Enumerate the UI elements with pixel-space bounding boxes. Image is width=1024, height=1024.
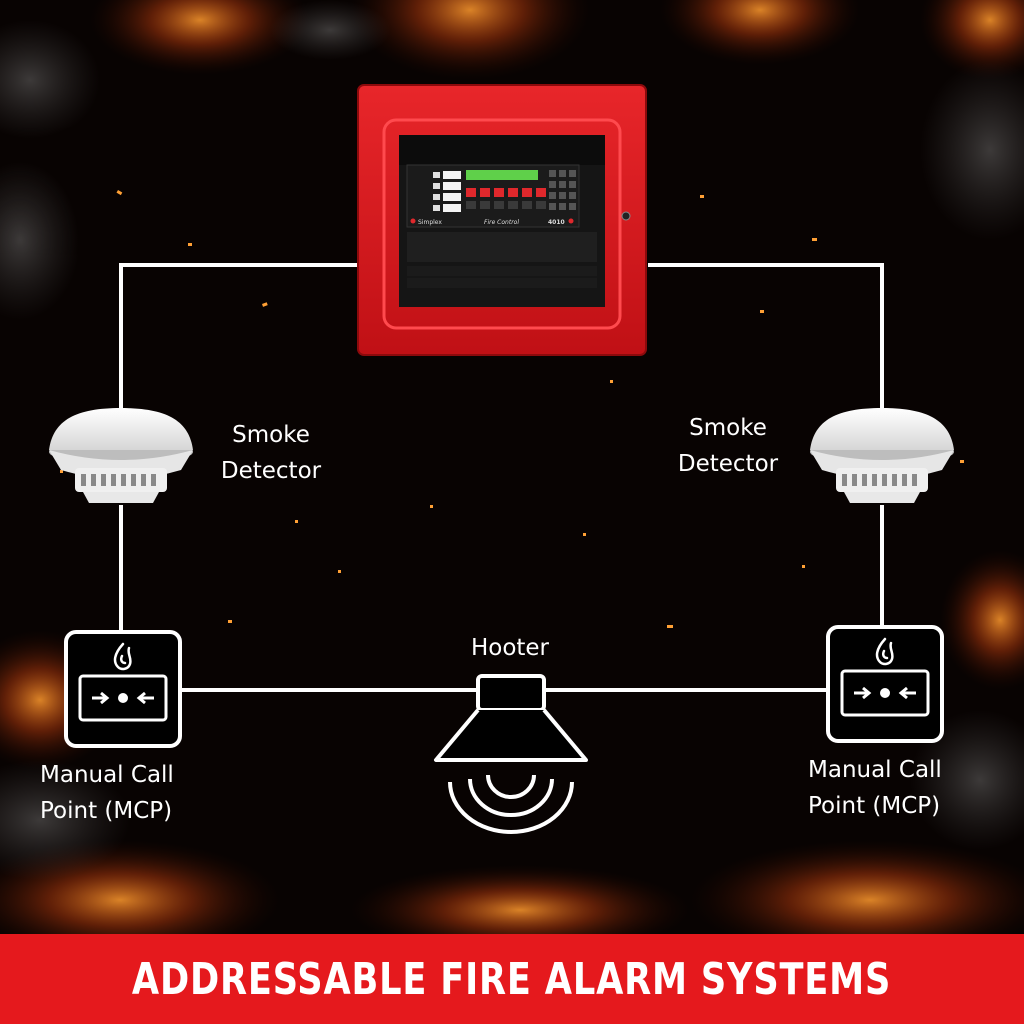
label-line: Smoke — [689, 415, 767, 441]
fire-alarm-panel-icon: Simplex Fire Control 4010 — [357, 84, 647, 356]
smoke-detector-icon — [810, 408, 954, 503]
panel-led-column — [433, 172, 440, 211]
panel-model-text: 4010 — [548, 219, 565, 226]
label-line: Manual Call — [40, 762, 174, 788]
manual-call-point-icon — [826, 625, 944, 743]
panel-brand-text: Simplex — [418, 219, 442, 226]
label-line: Point (MCP) — [808, 793, 941, 819]
panel-lcd — [466, 170, 538, 180]
hooter-label: Hooter — [440, 630, 580, 666]
label-line: Point (MCP) — [40, 798, 173, 824]
smoke-detector-icon — [49, 408, 193, 503]
wire-panel-left — [119, 263, 360, 410]
label-line: Smoke — [232, 422, 310, 448]
label-line: Detector — [677, 451, 779, 477]
title-banner: ADDRESSABLE FIRE ALARM SYSTEMS — [0, 934, 1024, 1024]
label-line: Detector — [220, 458, 322, 484]
panel-lock — [621, 211, 631, 221]
panel-red-buttons — [466, 188, 546, 197]
label-line: Hooter — [470, 635, 550, 661]
flame-icon — [875, 637, 894, 666]
smoke-detector-right-label: Smoke Detector — [653, 410, 803, 482]
label-line: Manual Call — [808, 757, 942, 783]
hooter-icon — [434, 674, 588, 834]
smoke — [0, 0, 1024, 880]
wiring — [119, 263, 884, 692]
manual-call-point-icon — [64, 630, 182, 748]
mcp-left-label: Manual Call Point (MCP) — [40, 757, 220, 829]
panel-keypad — [549, 170, 576, 210]
wire-panel-right — [648, 263, 884, 410]
banner-title: ADDRESSABLE FIRE ALARM SYSTEMS — [132, 953, 892, 1005]
flame-icon — [113, 642, 132, 671]
panel-caption-text: Fire Control — [484, 219, 519, 226]
smoke-detector-left-label: Smoke Detector — [196, 417, 346, 489]
mcp-right-label: Manual Call Point (MCP) — [808, 752, 998, 824]
